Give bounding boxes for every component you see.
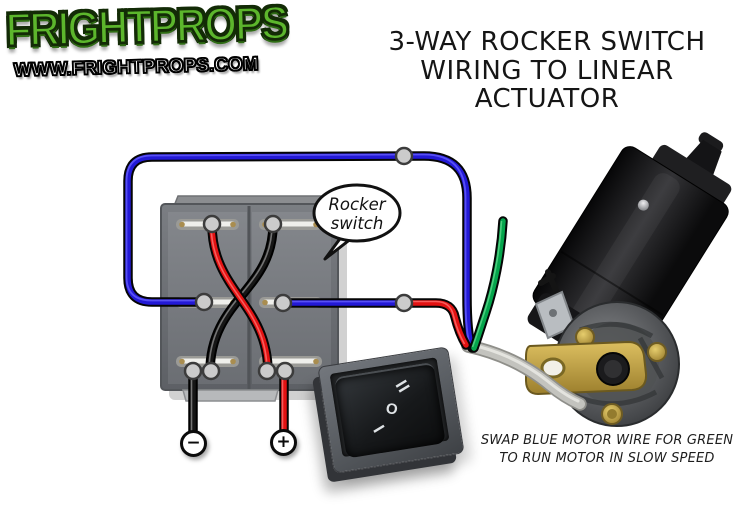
gearbox-bolt	[647, 342, 667, 362]
motor-screw-dot	[637, 199, 649, 211]
positive-terminal: +	[270, 429, 297, 456]
terminal-dot	[201, 361, 221, 381]
rocker-switch-actuator: II O I	[334, 361, 446, 459]
switch-bottom-flange	[182, 389, 279, 402]
title-line-2: WIRING TO LINEAR	[420, 55, 674, 86]
page-title: 3-WAY ROCKER SWITCH WIRING TO LINEAR ACT…	[377, 28, 717, 114]
title-line-3: ACTUATOR	[474, 84, 620, 114]
wire-connector-dots	[183, 146, 414, 381]
rocker-mark-I: I	[369, 422, 389, 436]
callout-line-1: Rocker	[328, 195, 386, 214]
junction-dot-blue-red	[394, 293, 414, 313]
callout-text: Rocker switch	[312, 195, 402, 233]
terminal-dot	[194, 292, 214, 312]
rocker-mark-O: O	[384, 399, 400, 419]
wire-black-negative	[188, 366, 198, 438]
callout-bubble	[312, 183, 402, 261]
note-line-1: SWAP BLUE MOTOR WIRE FOR GREEN	[480, 433, 734, 448]
negative-terminal: −	[180, 430, 207, 457]
wire-red-motor	[399, 298, 471, 350]
terminal-dot	[257, 361, 277, 381]
rocker-switch-front-photo: II O I	[315, 346, 465, 490]
wire-blue-short	[278, 298, 409, 308]
terminal-dot	[263, 214, 283, 234]
wire-blue-loop	[123, 151, 477, 353]
junction-dot-blue	[394, 146, 414, 166]
rocker-mark-II: II	[391, 376, 414, 397]
callout-line-2: switch	[330, 214, 384, 233]
title-line-1: 3-WAY ROCKER SWITCH	[388, 27, 706, 57]
wire-red-positive	[279, 366, 289, 437]
terminal-dot	[183, 361, 203, 381]
motor-cable-sheath	[461, 339, 587, 411]
bracket-hole	[540, 357, 566, 379]
terminal-dot	[273, 293, 293, 313]
wire-green-slow-speed	[469, 216, 508, 353]
motor-cylinder	[527, 132, 732, 376]
motor-photo	[525, 132, 732, 427]
note-line-2: TO RUN MOTOR IN SLOW SPEED	[499, 451, 715, 466]
slow-speed-note: SWAP BLUE MOTOR WIRE FOR GREEN TO RUN MO…	[468, 432, 746, 468]
terminal-dot	[202, 214, 222, 234]
rocker-switch-bezel: II O I	[317, 346, 465, 474]
wire-red-cross	[207, 220, 273, 377]
terminal-dot	[275, 361, 295, 381]
